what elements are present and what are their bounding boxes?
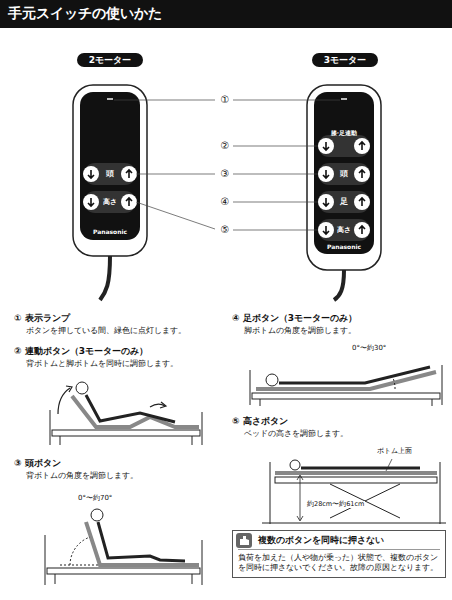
callout-number: ⑤ bbox=[220, 224, 231, 236]
button-arrow bbox=[88, 170, 94, 178]
section-heading: ② 連動ボタン（3モーターのみ） bbox=[14, 346, 148, 356]
hand-switch: 膝·足連動頭足高さ Panasonic bbox=[307, 85, 381, 270]
button-arrow bbox=[126, 170, 132, 178]
remote-2motor bbox=[73, 85, 147, 300]
note-text: ボトム上面 bbox=[376, 448, 413, 455]
note-text: 0°〜約30° bbox=[352, 344, 386, 352]
page-title: 手元スイッチの使いかた bbox=[8, 5, 162, 21]
motor-pill: 2モーター bbox=[77, 53, 143, 67]
button-label: 高さ bbox=[337, 226, 351, 234]
button-circle bbox=[318, 166, 334, 182]
pill-text: 2モーター bbox=[89, 55, 131, 65]
note-icon bbox=[236, 533, 252, 548]
button-circle bbox=[354, 194, 370, 210]
button-arrow bbox=[359, 198, 365, 206]
caution-body: 負荷を加えた（人や物が乗った）状態で、複数のボタンを同時に押さないでください。故… bbox=[238, 553, 440, 573]
button-circle bbox=[354, 166, 370, 182]
button-arrow bbox=[359, 226, 365, 234]
remote-3motor bbox=[307, 85, 381, 300]
note-text: 背ボトムと脚ボトムを同時に調節します。 bbox=[26, 360, 178, 369]
button-arrow bbox=[359, 170, 365, 178]
callout-number: ① bbox=[220, 94, 231, 106]
hand-switch: 頭高さ Panasonic bbox=[73, 85, 147, 256]
motor-pill: 3モーター bbox=[312, 53, 378, 67]
button-label: Panasonic bbox=[93, 229, 127, 236]
callout-number: ② bbox=[220, 140, 231, 152]
note-text: 脚ボトムの角度を調節します。 bbox=[244, 327, 356, 336]
button-label: 頭 bbox=[340, 170, 348, 179]
button-arrow bbox=[323, 226, 329, 234]
section-heading: ① 表示ランプ bbox=[14, 313, 70, 323]
button-label: 頭 bbox=[106, 170, 114, 179]
bed-head bbox=[45, 509, 202, 585]
button-circle bbox=[318, 138, 334, 154]
caution-box: 複数のボタンを同時に押さない負荷を加えた（人や物が乗った）状態で、複数のボタンを… bbox=[232, 530, 446, 578]
button-arrow bbox=[323, 170, 329, 178]
note-text: ボタンを押している間、緑色に点灯します。 bbox=[26, 327, 186, 336]
bed-foot bbox=[250, 365, 442, 406]
note-text: 0°〜約70° bbox=[78, 494, 112, 502]
caution-heading: 複数のボタンを同時に押さない bbox=[238, 534, 440, 550]
button-circle bbox=[354, 138, 370, 154]
button-arrow bbox=[359, 142, 365, 150]
button-label: 高さ bbox=[103, 198, 117, 206]
button-circle bbox=[318, 194, 334, 210]
section-heading: ④ 足ボタン（3モーターのみ） bbox=[232, 313, 357, 323]
title-band bbox=[0, 0, 452, 28]
note-text: ベッドの高さを調節します。 bbox=[244, 430, 348, 439]
callout-number: ③ bbox=[220, 168, 231, 180]
button-arrow bbox=[323, 142, 329, 150]
leader-lines bbox=[114, 100, 340, 230]
button-circle bbox=[83, 194, 99, 210]
button-circle bbox=[121, 194, 137, 210]
button-arrow bbox=[126, 198, 132, 206]
section-heading: ③ 頭ボタン bbox=[14, 458, 61, 468]
section-heading: ⑤ 高さボタン bbox=[232, 416, 288, 426]
button-label: 膝·足連動 bbox=[331, 130, 357, 137]
button-arrow bbox=[88, 198, 94, 206]
pill-text: 3モーター bbox=[324, 55, 366, 65]
callout-number: ④ bbox=[220, 196, 231, 208]
button-circle bbox=[83, 166, 99, 182]
remote-buttons bbox=[83, 138, 370, 238]
button-circle bbox=[354, 222, 370, 238]
button-label: 足 bbox=[340, 198, 348, 207]
bed-height bbox=[262, 459, 446, 524]
button-circle bbox=[121, 166, 137, 182]
button-label: Panasonic bbox=[327, 244, 361, 251]
note-text: 約28cm〜約61cm bbox=[306, 501, 365, 508]
button-arrow bbox=[323, 198, 329, 206]
button-circle bbox=[318, 222, 334, 238]
note-text: 背ボトムの角度を調節します。 bbox=[26, 472, 138, 481]
bed-linked bbox=[50, 382, 202, 445]
